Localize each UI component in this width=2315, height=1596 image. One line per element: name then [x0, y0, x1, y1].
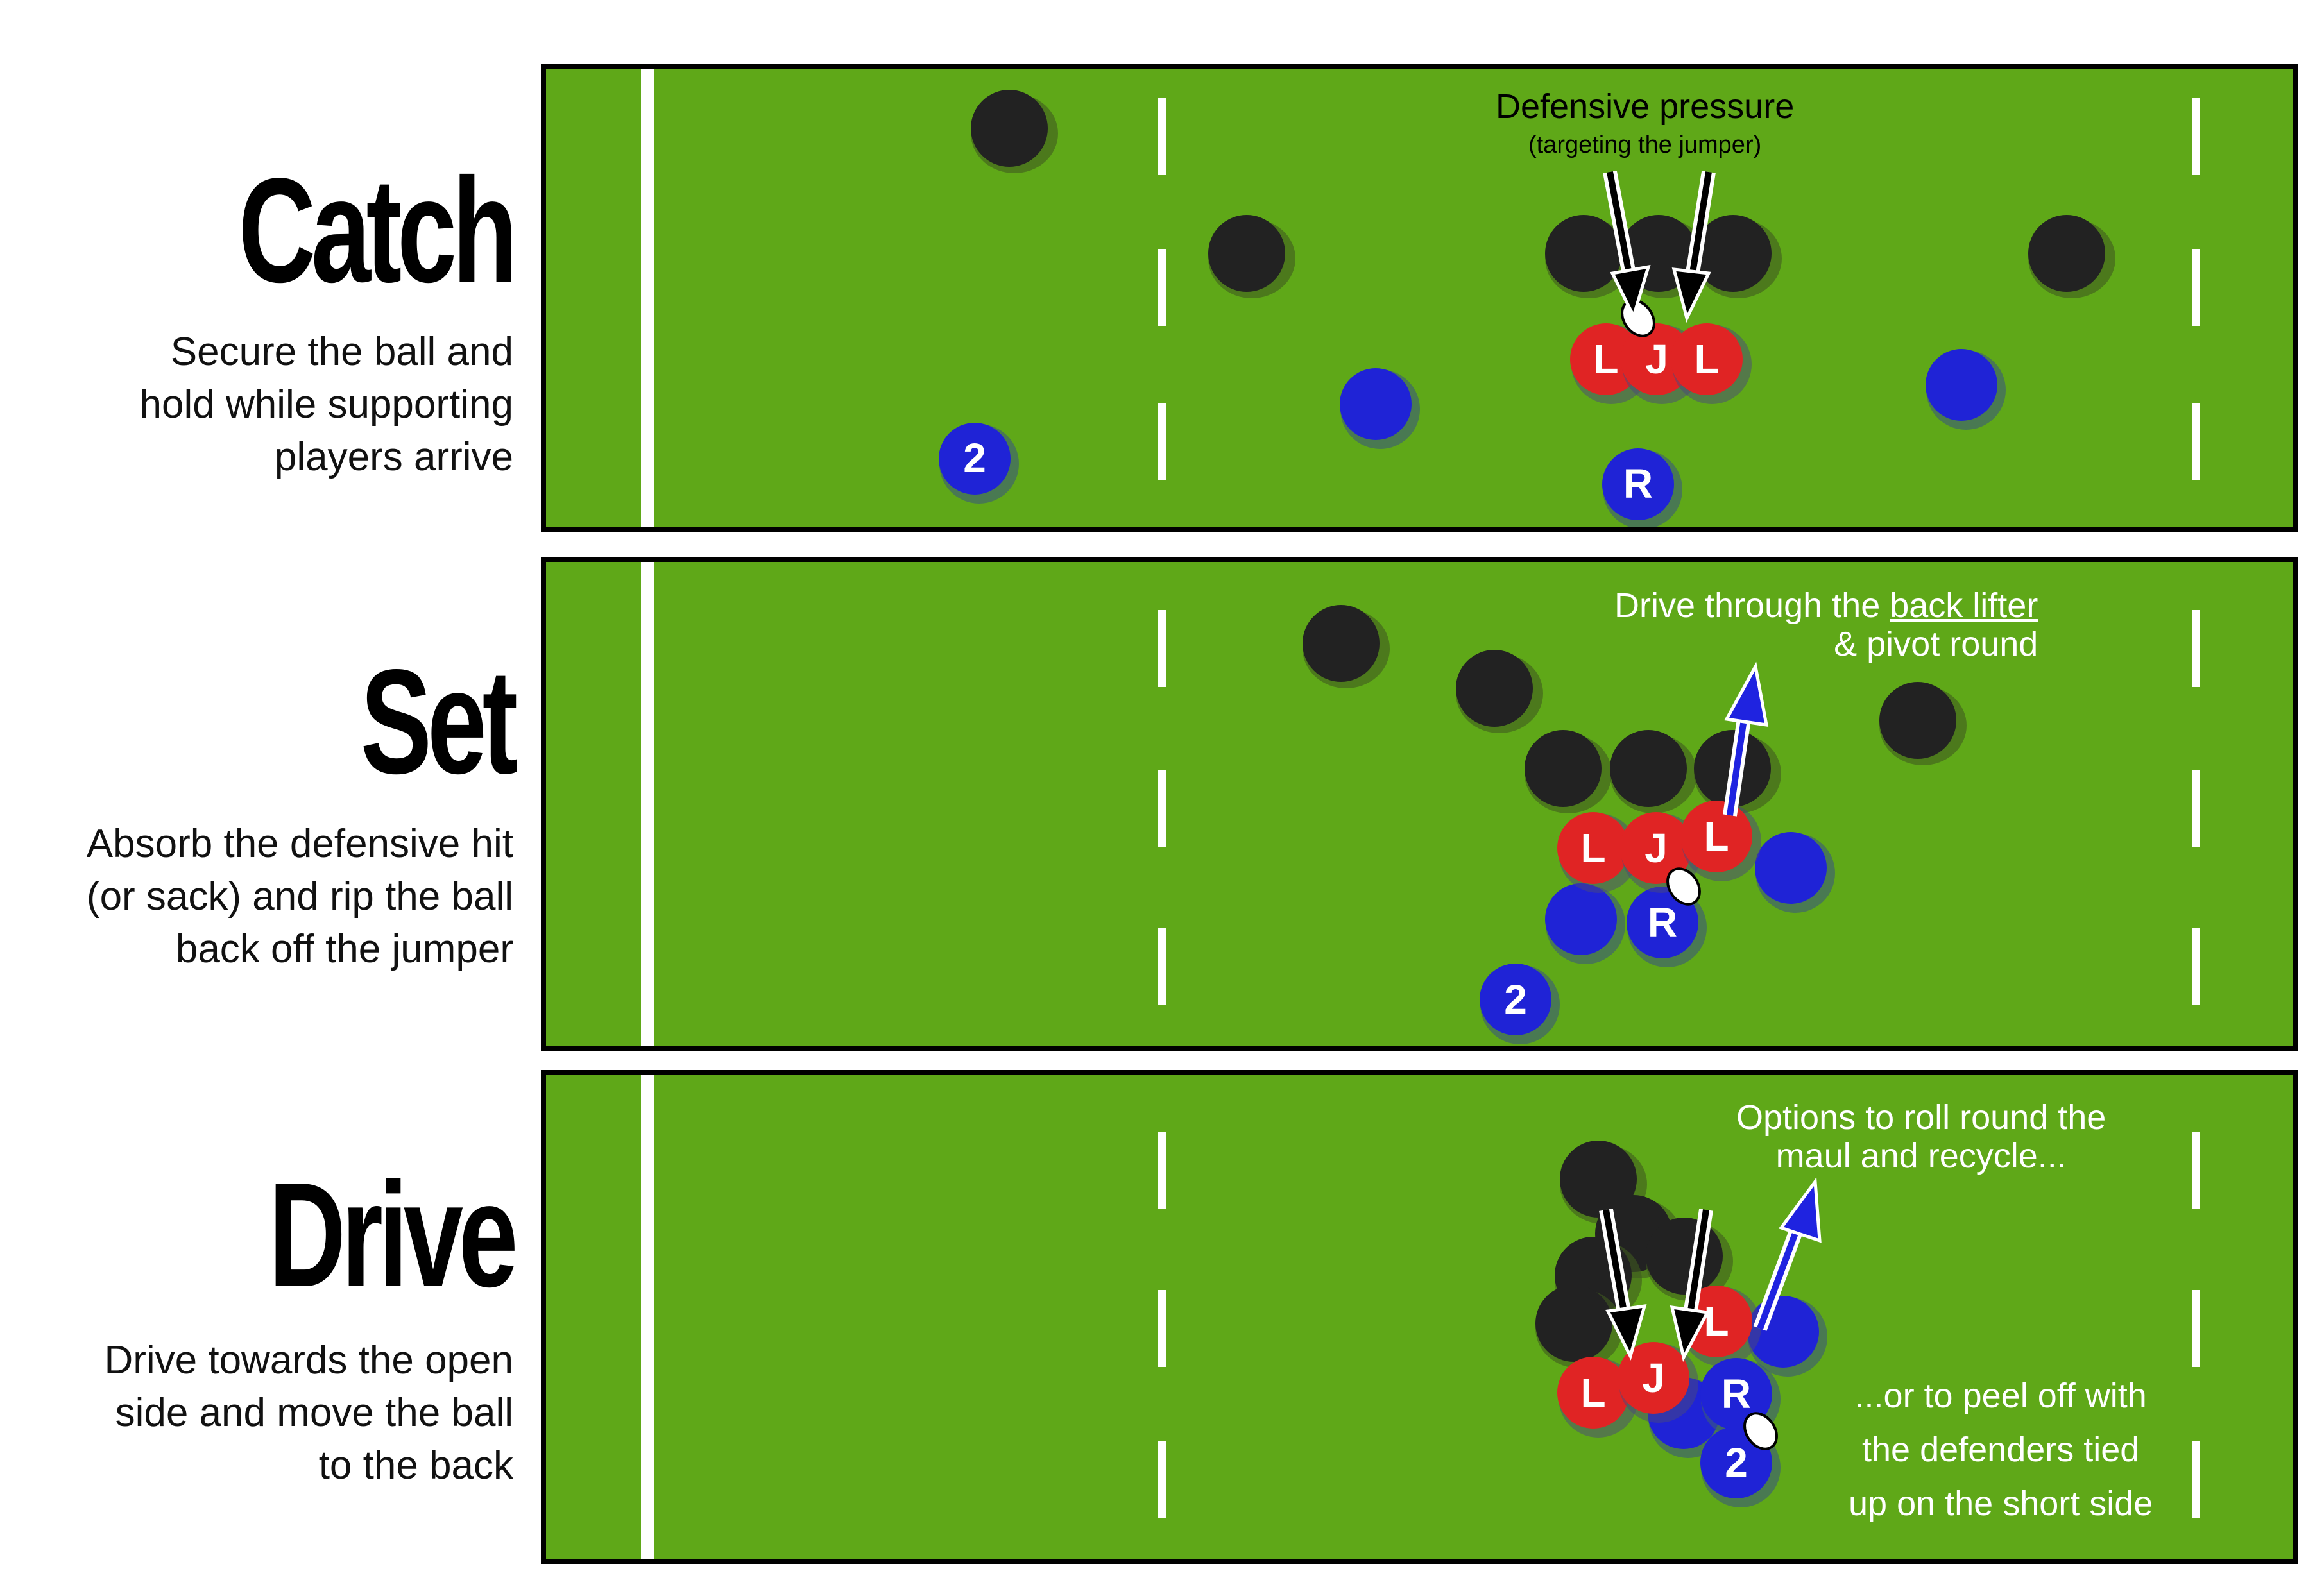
player-defender [971, 90, 1058, 173]
player-support [1755, 832, 1835, 913]
try-line [641, 562, 654, 1046]
player-defender [1610, 730, 1697, 813]
player-label: J [1644, 825, 1668, 871]
stage-set: Set Absorb the defensive hit (or sack) a… [0, 0, 2315, 972]
pitch-set: R 2 L J L Drive through the back lifter … [541, 557, 2298, 1051]
note-text: & pivot round [1834, 625, 2038, 663]
pitch-drive: L J L R 2 Options to roll round the maul… [541, 1070, 2298, 1564]
player-label: R [1721, 1371, 1751, 1417]
note-underlined-text: back lifter [1890, 586, 2038, 625]
player-defender [1695, 215, 1782, 298]
note-text: Defensive pressure [1496, 87, 1795, 126]
stage-title-catch: Catch [238, 148, 518, 314]
player-label: J [1642, 1355, 1665, 1401]
player-label: L [1694, 336, 1719, 382]
player-defender [1535, 1285, 1623, 1368]
arrow-icon [1671, 171, 1716, 323]
note-peel-off: ...or to peel off with the defenders tie… [1849, 1369, 2153, 1531]
player-support [1340, 368, 1420, 449]
player-label: L [1580, 1370, 1605, 1416]
arrow-icon [1603, 170, 1651, 321]
player-label: R [1623, 461, 1653, 507]
arrow-icon [1670, 1209, 1713, 1363]
player-defender [1456, 650, 1543, 733]
pitch-catch: 2 R L J L Defensive pressure (targeting … [541, 64, 2298, 532]
player-label: 2 [963, 435, 986, 481]
player-support: R [1627, 887, 1707, 967]
stage-title-set: Set [360, 639, 518, 805]
arrow-icon [1599, 1209, 1647, 1361]
pitch-drawing-set: R 2 L J L [641, 562, 2200, 1046]
stage-description-catch: Secure the ball and hold while supportin… [139, 330, 514, 479]
pitch-drawing-catch: 2 R L J L [641, 69, 2200, 527]
rugby-ball-icon [1666, 867, 1701, 906]
player-label: R [1648, 899, 1677, 946]
player-defender [1879, 682, 1967, 765]
rugby-ball-icon [1743, 1412, 1778, 1450]
player-defender [1545, 215, 1632, 298]
player-support: 2 [939, 423, 1019, 504]
player-label: L [1593, 336, 1618, 382]
stage-drive: Drive Drive towards the open side and mo… [0, 0, 2315, 1488]
player-defender [1525, 730, 1612, 813]
note-subtext: (targeting the jumper) [1528, 132, 1762, 158]
stage-description-set: Absorb the defensive hit (or sack) and r… [86, 822, 513, 971]
note-text: Options to roll round the [1736, 1098, 2106, 1137]
player-label: L [1580, 825, 1605, 871]
player-defender [1646, 1218, 1733, 1301]
note-roll-round: Options to roll round the maul and recyc… [1736, 1098, 2106, 1175]
try-line [641, 1075, 654, 1559]
try-line [641, 69, 654, 527]
arrow-icon [1723, 661, 1769, 817]
note-drive-through: Drive through the back lifter & pivot ro… [1614, 586, 2038, 663]
note-text: maul and recycle... [1775, 1137, 2067, 1175]
player-lineout: L [1557, 812, 1638, 893]
player-label: 2 [1504, 976, 1527, 1023]
note-text: up on the short side [1849, 1484, 2153, 1523]
player-label: L [1704, 1298, 1729, 1345]
player-support: R [1602, 448, 1682, 527]
player-lineout: L [1680, 801, 1761, 881]
note-defensive-pressure: Defensive pressure (targeting the jumper… [1496, 87, 1794, 164]
pitch-drawing-drive: L J L R 2 [641, 1075, 2200, 1559]
note-text: Drive through the [1614, 586, 1890, 625]
player-label: L [1704, 813, 1729, 860]
player-defender [1303, 605, 1390, 688]
stage-catch: Catch Secure the ball and hold while sup… [0, 0, 2315, 513]
player-label: J [1645, 336, 1668, 382]
note-text: the defenders tied [1862, 1430, 2140, 1469]
stage-title-drive: Drive [268, 1152, 518, 1318]
player-support [1545, 883, 1625, 964]
arrow-icon [1753, 1177, 1822, 1331]
note-text: ...or to peel off with [1854, 1377, 2147, 1415]
player-defender [1208, 215, 1295, 298]
player-support [1926, 349, 2006, 430]
player-label: 2 [1725, 1439, 1748, 1486]
player-lineout: L [1671, 323, 1752, 404]
player-support: 2 [1480, 964, 1560, 1044]
player-defender [2028, 215, 2115, 298]
player-lineout: J [1618, 1342, 1698, 1423]
stage-description-drive: Drive towards the open side and move the… [104, 1338, 513, 1488]
